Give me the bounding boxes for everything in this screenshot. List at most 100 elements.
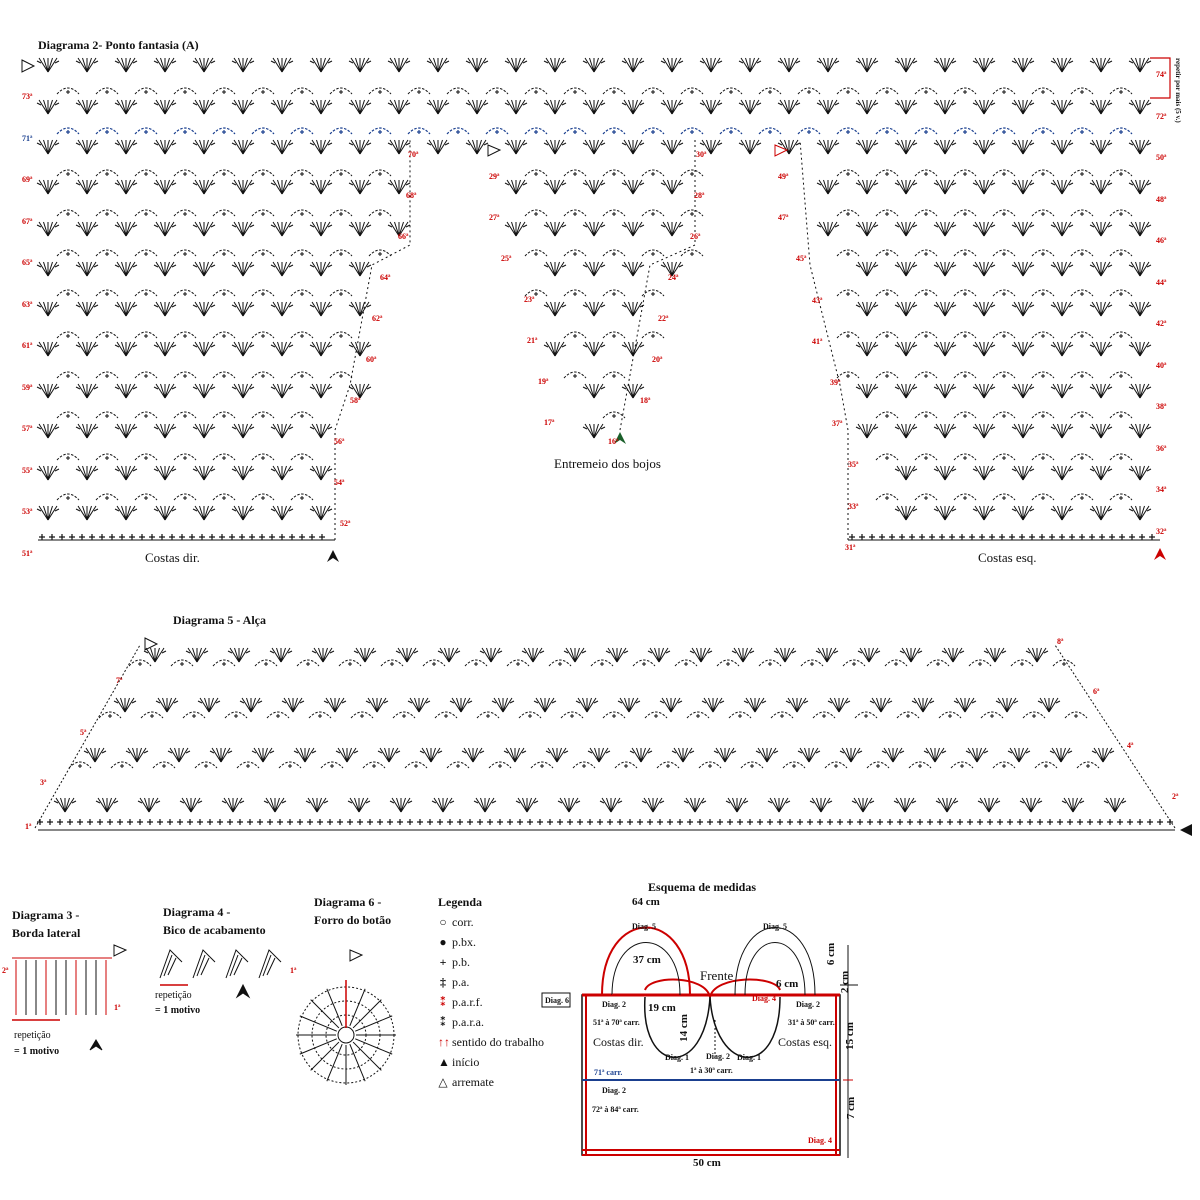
- diagram4-title-2: Bico de acabamento: [163, 923, 266, 937]
- sc-stitch: [78, 533, 86, 541]
- chain-arc: [95, 169, 119, 177]
- chain-arc: [1070, 87, 1094, 95]
- chain-arc: [290, 331, 314, 339]
- fan-stitch: [1128, 423, 1152, 439]
- fan-stitch: [1050, 301, 1074, 317]
- fan-stitch: [713, 747, 737, 763]
- fan-stitch: [521, 647, 545, 663]
- fan-stitch: [659, 697, 683, 713]
- row-number: 68ª: [406, 191, 417, 200]
- sc-stitch: [146, 818, 154, 826]
- fan-stitch: [348, 57, 372, 73]
- fan-stitch: [738, 99, 762, 115]
- fan-stitch: [923, 747, 947, 763]
- row-number: 8ª: [1057, 637, 1064, 646]
- fan-stitch: [599, 797, 623, 813]
- chain-arc: [938, 711, 962, 719]
- chain-arc: [875, 127, 899, 135]
- fan-stitch: [933, 465, 957, 481]
- fan-stitch: [114, 505, 138, 521]
- diagram4-rep-2: = 1 motivo: [155, 1005, 201, 1016]
- chain-arc: [641, 209, 665, 217]
- chain-arc: [968, 659, 992, 667]
- fan-stitch: [563, 647, 587, 663]
- chain-arc: [212, 209, 236, 217]
- fan-stitch: [621, 341, 645, 357]
- chain-arc: [914, 453, 938, 461]
- sc-stitch: [466, 818, 474, 826]
- sc-stitch: [926, 818, 934, 826]
- chain-arc: [602, 711, 626, 719]
- fan-stitch: [699, 99, 723, 115]
- fan-stitch: [671, 747, 695, 763]
- chain-arc: [368, 87, 392, 95]
- fan-stitch: [348, 341, 372, 357]
- chain-arc: [980, 711, 1004, 719]
- sc-stitch: [218, 533, 226, 541]
- legend-item: ●p.bx.: [438, 935, 476, 950]
- chain-arc: [329, 331, 353, 339]
- chain-arc: [875, 371, 899, 379]
- fan-stitch: [855, 221, 879, 237]
- sc-stitch: [298, 533, 306, 541]
- sc-stitch: [676, 818, 684, 826]
- chain-arc: [875, 411, 899, 419]
- chain-arc: [1031, 127, 1055, 135]
- sc-stitch: [426, 818, 434, 826]
- legend-label: sentido do trabalho: [452, 1035, 544, 1049]
- fan-stitch: [933, 341, 957, 357]
- schema-64cm: 64 cm: [632, 896, 660, 908]
- chain-arc: [641, 169, 665, 177]
- schema-diag5-right: Diag. 5: [763, 922, 787, 931]
- sc-stitch: [958, 533, 966, 541]
- chain-arc: [602, 87, 626, 95]
- sc-stitch: [646, 818, 654, 826]
- chain-arc: [152, 761, 176, 769]
- chain-arc: [641, 249, 665, 257]
- chain-arc: [1031, 493, 1055, 501]
- sc-stitch: [806, 818, 814, 826]
- fan-stitch: [738, 57, 762, 73]
- fan-stitch: [387, 57, 411, 73]
- fan-stitch: [504, 179, 528, 195]
- fan-stitch: [629, 747, 653, 763]
- fan-stitch: [893, 797, 917, 813]
- sc-stitch: [356, 818, 364, 826]
- fan-stitch: [426, 57, 450, 73]
- fan-stitch: [1128, 57, 1152, 73]
- fan-stitch: [543, 261, 567, 277]
- sc-stitch: [946, 818, 954, 826]
- chain-arc: [308, 711, 332, 719]
- row-number: 35ª: [848, 460, 859, 470]
- fan-stitch: [465, 99, 489, 115]
- chain-arc: [842, 659, 866, 667]
- chain-arc: [602, 289, 626, 297]
- chain-arc: [926, 659, 950, 667]
- fan-stitch: [1089, 465, 1113, 481]
- fan-stitch: [75, 99, 99, 115]
- chain-arc: [290, 169, 314, 177]
- fan-stitch: [1089, 301, 1113, 317]
- radial-stitch: [355, 1038, 393, 1055]
- chain-arc: [173, 289, 197, 297]
- chain-arc: [602, 209, 626, 217]
- chain-arc: [914, 87, 938, 95]
- fan-stitch: [855, 139, 879, 155]
- row-number: 55ª: [22, 465, 33, 475]
- chain-arc: [368, 127, 392, 135]
- sc-stitch: [216, 818, 224, 826]
- fan-stitch: [543, 179, 567, 195]
- chain-arc: [1034, 761, 1058, 769]
- sc-stitch: [166, 818, 174, 826]
- fan-stitch: [192, 179, 216, 195]
- sc-stitch: [1068, 533, 1076, 541]
- row-number: 1ª: [25, 822, 32, 831]
- chain-arc: [953, 87, 977, 95]
- fan-stitch: [582, 139, 606, 155]
- fan-stitch: [231, 221, 255, 237]
- fan-stitch: [309, 341, 333, 357]
- row-number: 46ª: [1156, 236, 1167, 245]
- schema-r1: 1ª à 30ª carr.: [690, 1066, 733, 1075]
- sc-stitch: [988, 533, 996, 541]
- fan-stitch: [36, 505, 60, 521]
